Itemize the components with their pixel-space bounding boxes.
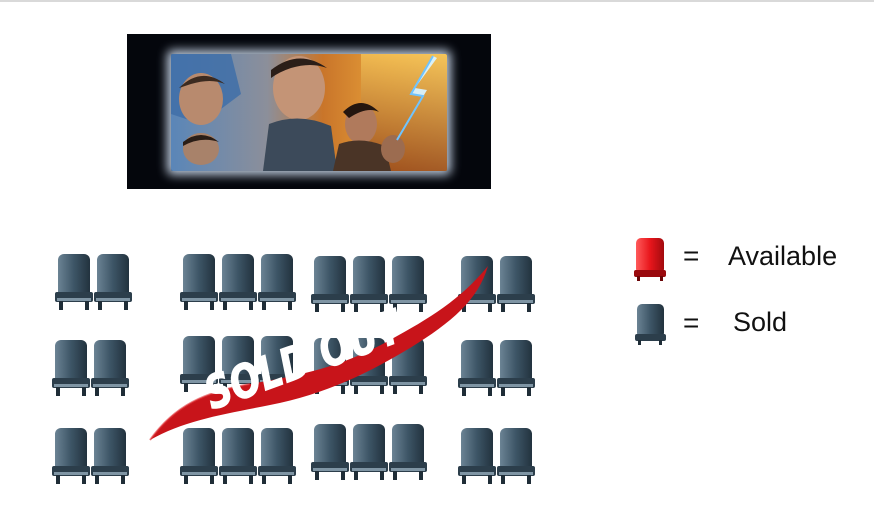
seat	[389, 256, 427, 312]
cinema-screen	[127, 34, 491, 189]
seat	[311, 256, 349, 312]
seat	[311, 424, 349, 480]
sold-out-text: SOLD OUT	[197, 299, 411, 421]
seat	[258, 254, 296, 310]
legend-label-available: Available	[728, 241, 838, 271]
seat	[91, 428, 129, 484]
legend-available-seat-icon	[634, 238, 666, 281]
seat	[219, 254, 257, 310]
seat	[55, 254, 93, 310]
seat-row-3	[52, 424, 535, 484]
seat	[389, 424, 427, 480]
seat	[94, 254, 132, 310]
top-divider	[0, 0, 874, 2]
seat	[91, 340, 129, 396]
seat	[458, 340, 496, 396]
seat	[52, 428, 90, 484]
legend-equals-sold: =	[683, 307, 700, 338]
seat	[219, 428, 257, 484]
seat	[258, 428, 296, 484]
seat	[52, 340, 90, 396]
seat	[497, 256, 535, 312]
seat	[180, 254, 218, 310]
seat	[497, 340, 535, 396]
movie-poster	[171, 54, 447, 171]
seat	[458, 428, 496, 484]
legend-sold-seat-icon	[635, 304, 666, 345]
seat	[497, 428, 535, 484]
seat	[350, 424, 388, 480]
seat	[180, 428, 218, 484]
legend-label-sold: Sold	[733, 307, 788, 337]
legend-equals-available: =	[683, 240, 700, 271]
